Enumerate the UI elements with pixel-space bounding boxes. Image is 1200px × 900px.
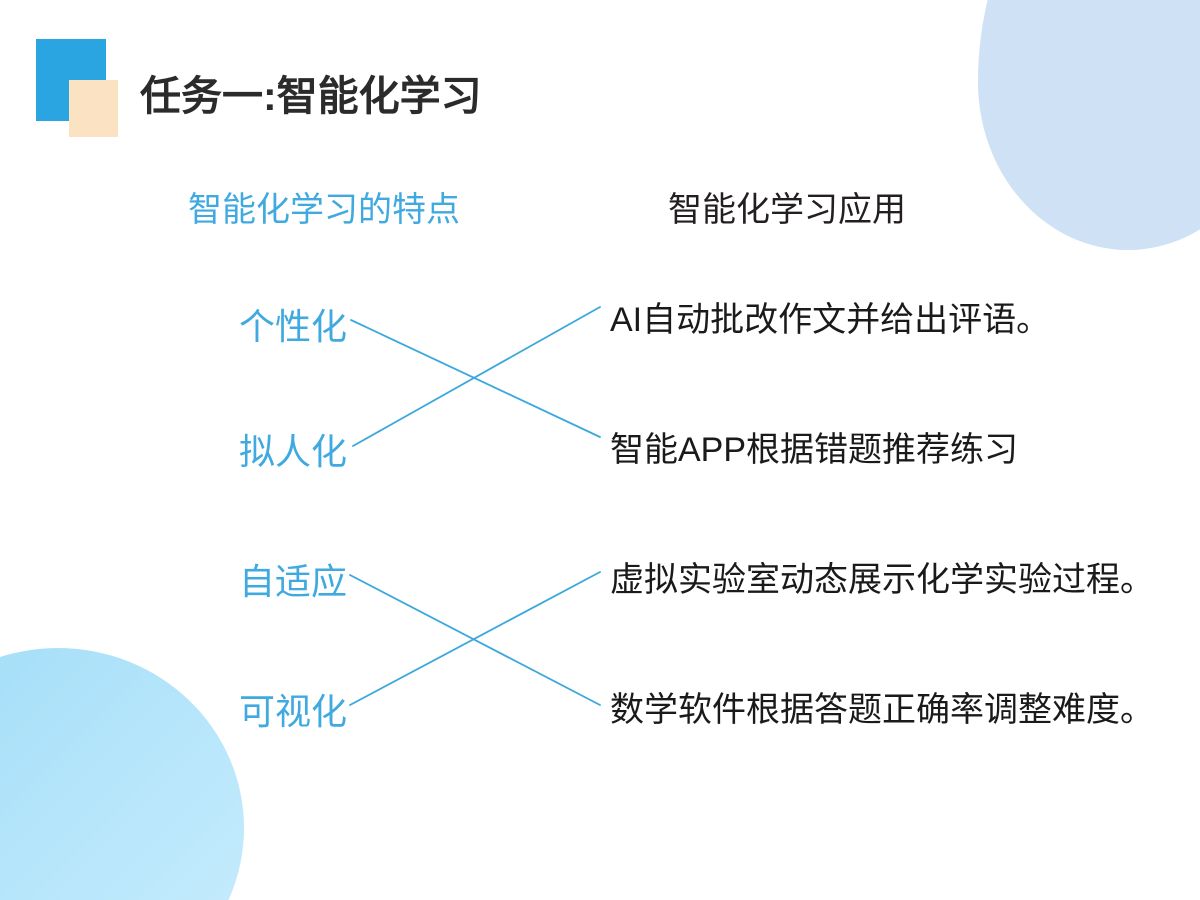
- title-decoration: [36, 39, 152, 139]
- application-text-1[interactable]: 智能APP根据错题推荐练习: [610, 431, 1019, 469]
- feature-label-3[interactable]: 可视化: [239, 691, 348, 732]
- right-column-header: 智能化学习应用: [668, 191, 906, 229]
- application-text-3[interactable]: 数学软件根据答题正确率调整难度。: [610, 691, 1154, 729]
- left-column-header: 智能化学习的特点: [188, 191, 460, 229]
- connector-line-3: [349, 571, 601, 706]
- feature-label-2[interactable]: 自适应: [239, 561, 348, 602]
- application-text-2[interactable]: 虚拟实验室动态展示化学实验过程。: [610, 561, 1154, 599]
- connector-line-0: [350, 319, 601, 438]
- connector-line-1: [352, 306, 601, 447]
- application-text-0[interactable]: AI自动批改作文并给出评语。: [610, 301, 1051, 339]
- decorative-blob-top-right: [978, 0, 1200, 250]
- feature-label-0[interactable]: 个性化: [239, 306, 348, 347]
- connector-line-2: [349, 574, 601, 706]
- decorative-blob-bottom-left: [0, 648, 244, 900]
- peach-square-icon: [69, 80, 118, 137]
- feature-label-1[interactable]: 拟人化: [239, 431, 348, 472]
- page-title: 任务一:智能化学习: [140, 73, 482, 119]
